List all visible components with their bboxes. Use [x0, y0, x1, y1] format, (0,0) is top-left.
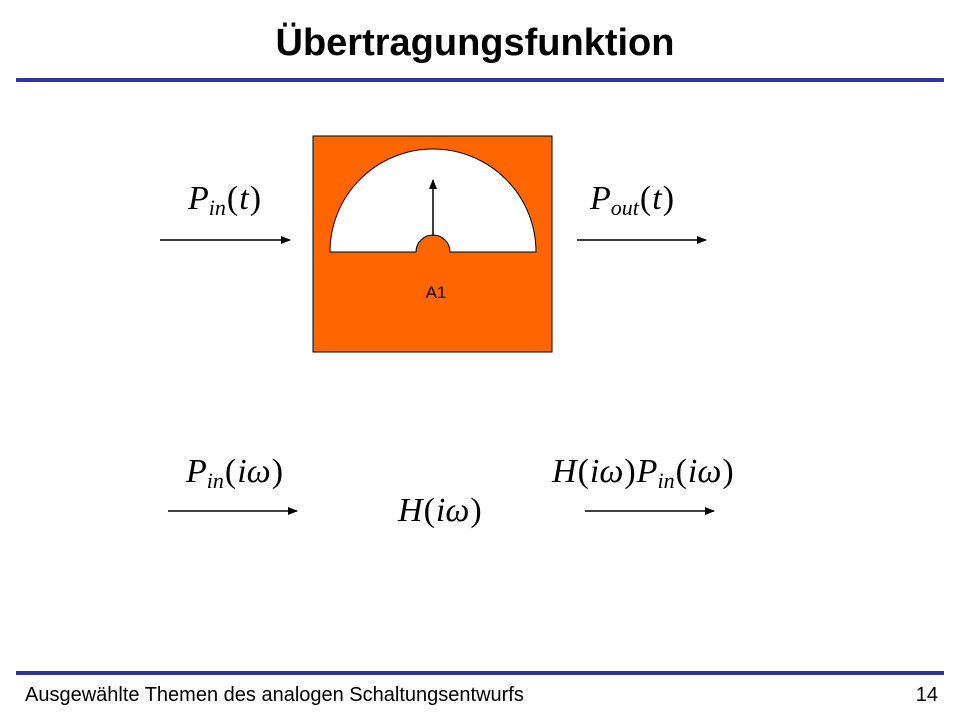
meter-label: A1 [426, 283, 447, 302]
frequency-input-symbol: P [186, 453, 207, 490]
footer-title: Ausgewählte Themen des analogen Schaltun… [25, 684, 524, 706]
transfer-symbol: H [398, 492, 423, 529]
page-number: 14 [915, 684, 938, 706]
meter-block: A1 [312, 135, 553, 353]
page-title: Übertragungsfunktion [275, 22, 675, 64]
output-argument: t [652, 180, 662, 217]
title-divider [16, 78, 944, 82]
output-signal-label: Pout(t) [590, 180, 675, 220]
frequency-input-argument: iω [237, 453, 271, 490]
transfer-function-label: H(iω) [398, 492, 482, 529]
frequency-input-label: Pin(iω) [186, 453, 284, 493]
frequency-input-subscript: in [206, 468, 224, 493]
input-symbol: P [188, 180, 209, 217]
frequency-output-argument: iω [687, 453, 722, 490]
frequency-output-transfer-argument: iω [589, 453, 624, 490]
transfer-argument: iω [435, 492, 470, 529]
input-subscript: in [208, 195, 226, 220]
output-symbol: P [590, 180, 611, 217]
output-subscript: out [610, 195, 639, 220]
frequency-output-transfer-symbol: H [552, 453, 577, 490]
frequency-output-symbol: P [636, 453, 658, 490]
input-signal-label: Pin(t) [188, 180, 262, 220]
footer-divider [16, 671, 944, 675]
input-argument: t [239, 180, 249, 217]
frequency-output-label: H(iω)Pin(iω) [552, 453, 734, 493]
frequency-output-subscript: in [657, 468, 675, 493]
